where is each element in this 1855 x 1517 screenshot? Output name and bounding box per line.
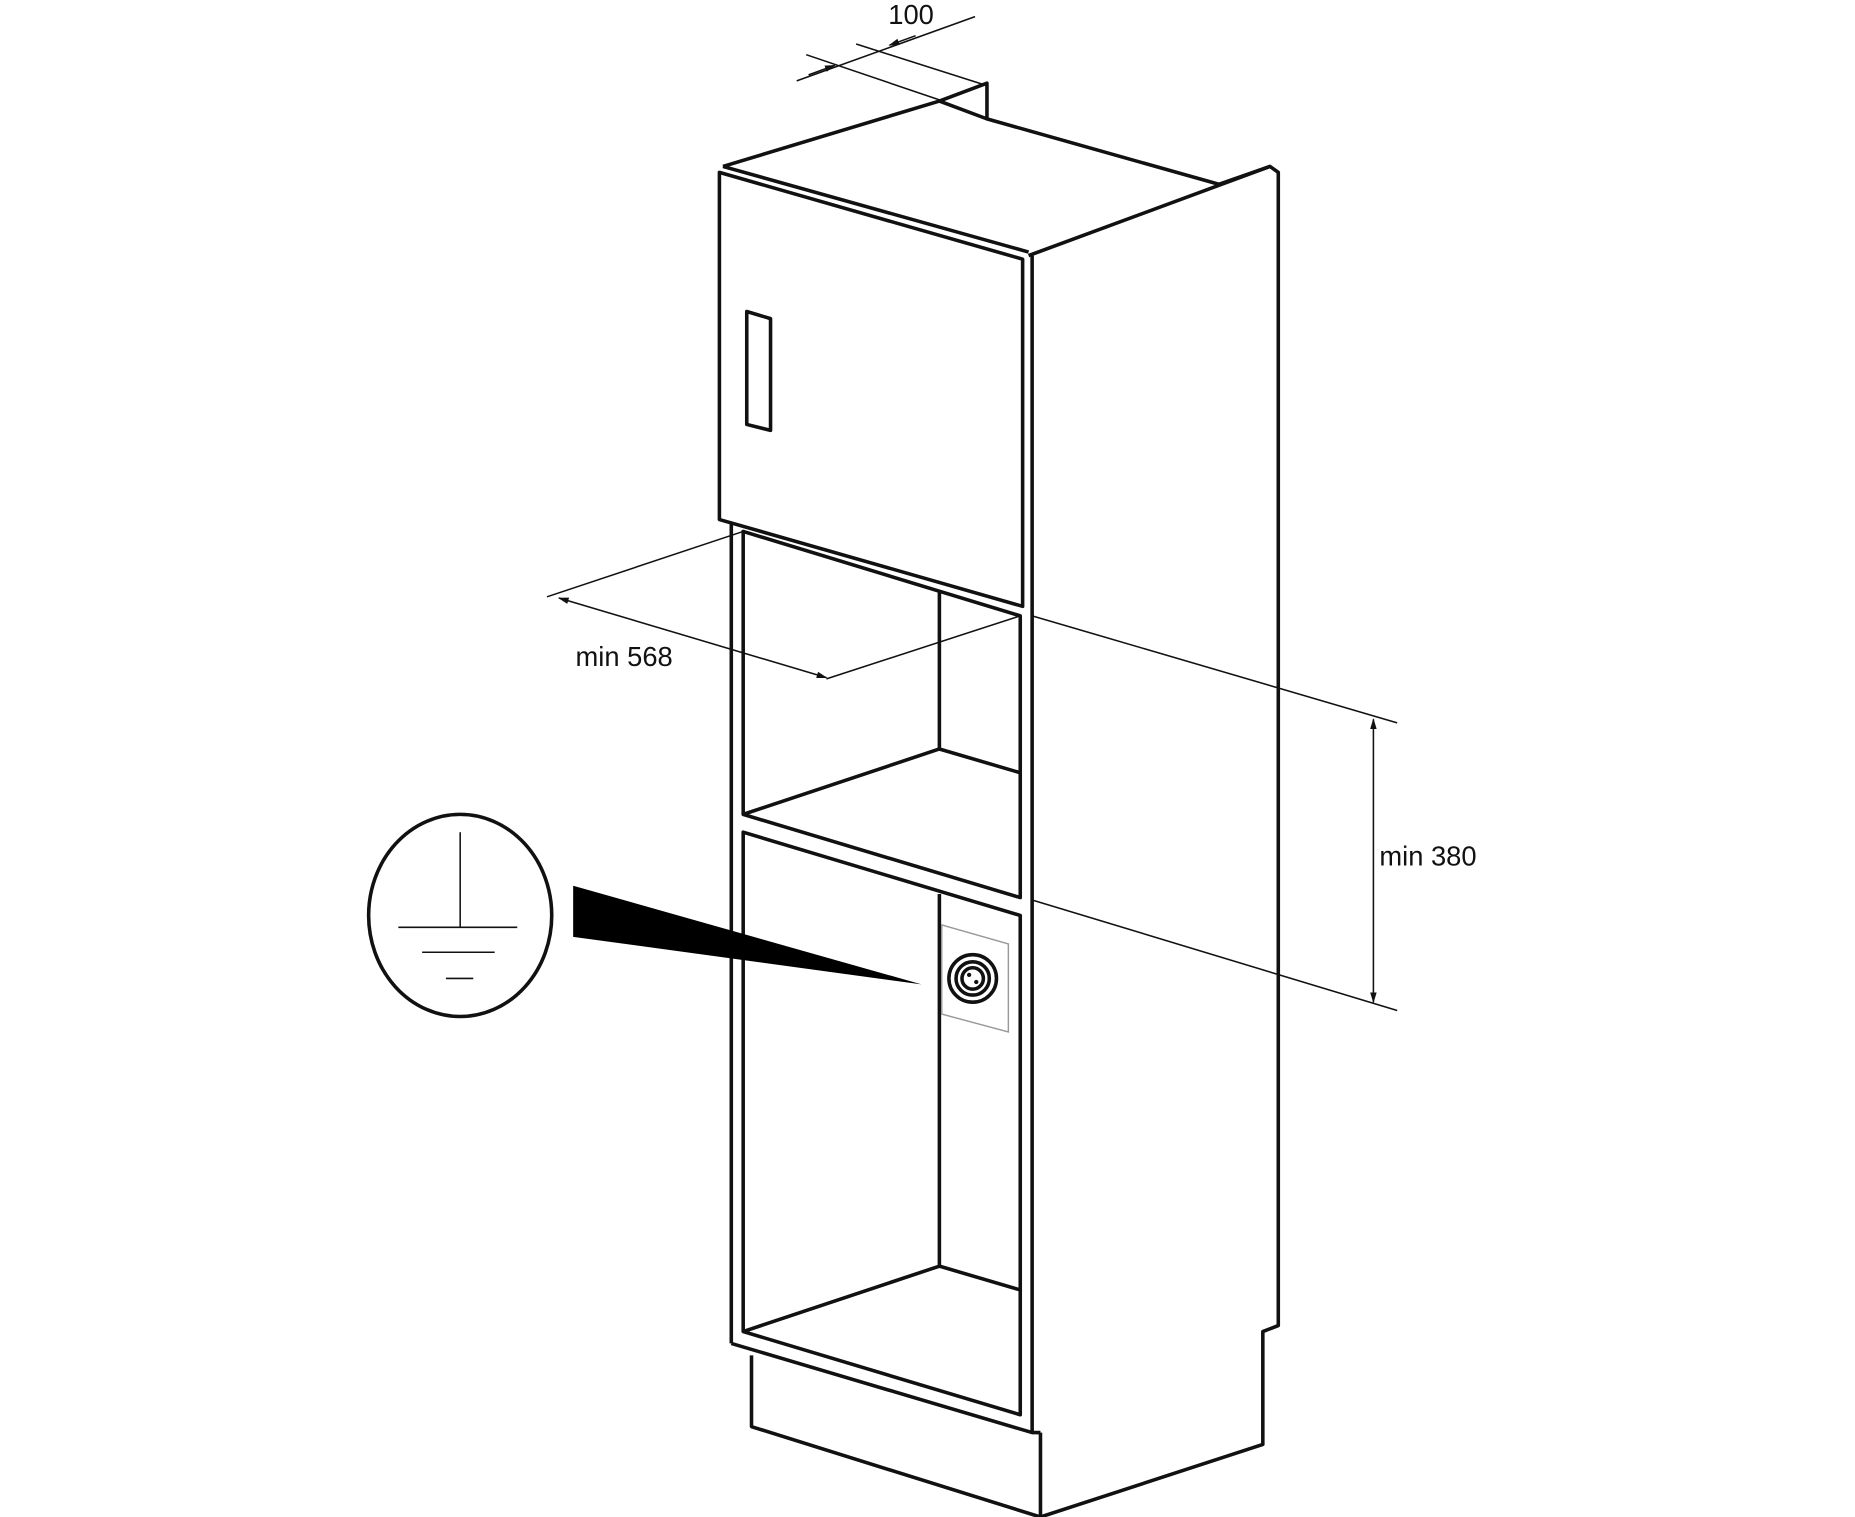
- lower-niche: [741, 830, 1023, 1417]
- dimension-min-568-label: min 568: [576, 641, 673, 672]
- pointer-wedge-icon: [573, 885, 922, 985]
- upper-niche: [741, 529, 1023, 900]
- dimension-min-380-label: min 380: [1379, 841, 1476, 872]
- earth-ground-symbol-icon: [366, 812, 554, 1019]
- dimension-100-label: 100: [888, 0, 934, 30]
- door-handle: [744, 309, 773, 433]
- cabinet-outline: [722, 81, 1281, 1517]
- dimension-min-380: [1031, 615, 1398, 1012]
- oven-door: [717, 170, 1025, 609]
- power-socket-icon: [941, 923, 1010, 1033]
- dimension-min-568: [546, 530, 1021, 680]
- dimension-100: [796, 15, 988, 101]
